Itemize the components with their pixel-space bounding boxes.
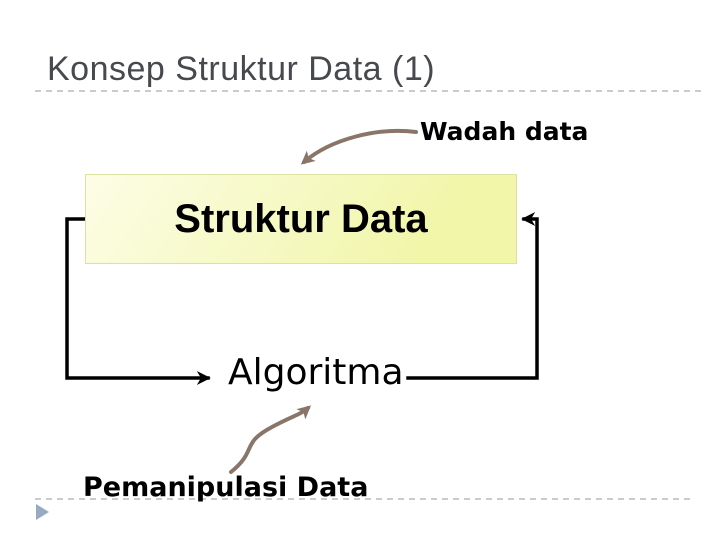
play-triangle-icon	[36, 504, 49, 520]
wadah-data-label: Wadah data	[420, 117, 589, 146]
curved-arrow-pemanipulasi-to-algoritma	[229, 405, 312, 474]
curved-arrow-wadah-to-box	[300, 128, 418, 165]
slide-title: Konsep Struktur Data (1)	[47, 50, 436, 88]
algoritma-label: Algoritma	[228, 352, 404, 393]
pemanipulasi-data-label: Pemanipulasi Data	[83, 472, 369, 503]
struktur-data-box: Struktur Data	[85, 174, 517, 264]
struktur-data-label: Struktur Data	[174, 196, 428, 241]
